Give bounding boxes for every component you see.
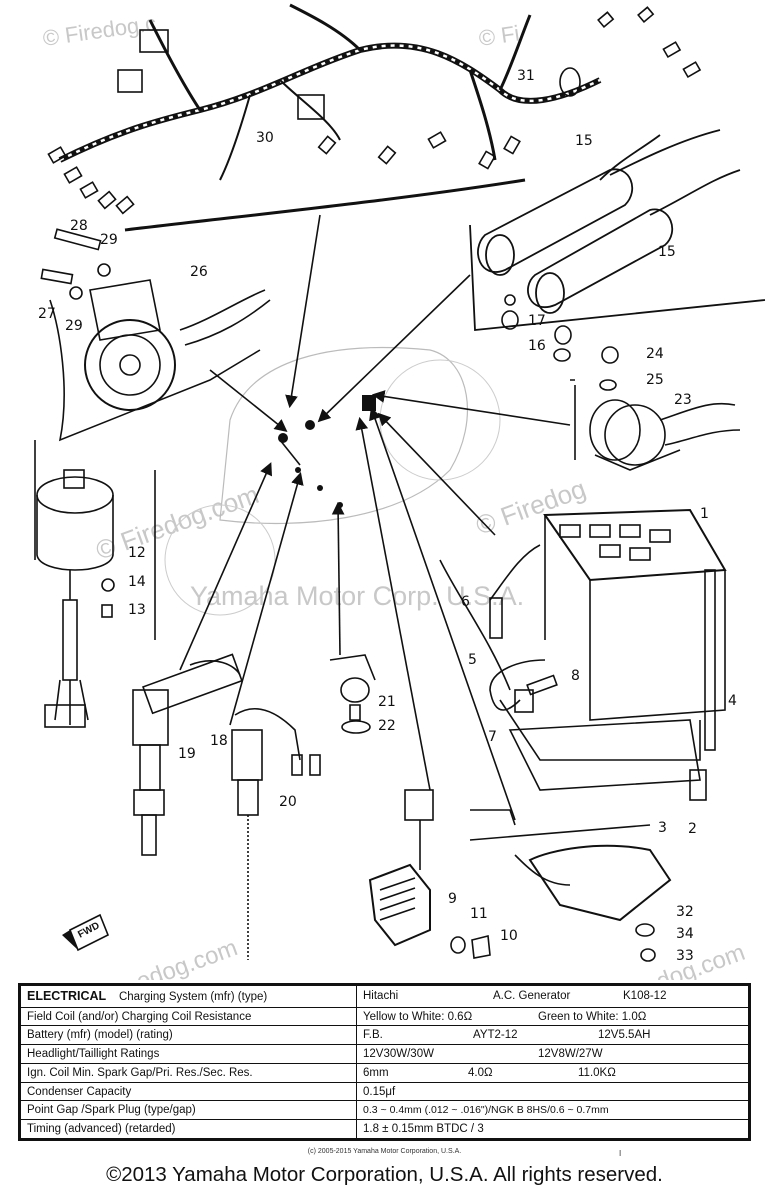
callout-20: 20 xyxy=(279,794,297,810)
value: 0.15μf xyxy=(363,1085,396,1098)
callout-16: 16 xyxy=(528,338,546,354)
table-row: Condenser Capacity 0.15μf xyxy=(20,1081,749,1102)
value: 12V5.5AH xyxy=(598,1029,651,1042)
row-values: 0.3 ~ 0.4mm (.012 ~ .016")/NGK B 8HS/0.6… xyxy=(356,1100,749,1121)
row-label: Point Gap /Spark Plug (type/gap) xyxy=(20,1100,357,1121)
value: 0.3 ~ 0.4mm (.012 ~ .016")/NGK B 8HS/0.6… xyxy=(363,1104,609,1117)
fwd-arrow-icon: FWD xyxy=(62,913,110,952)
callout-22: 22 xyxy=(378,718,396,734)
value: F.B. xyxy=(363,1029,383,1042)
table-row: Timing (advanced) (retarded) 1.8 ± 0.15m… xyxy=(20,1119,749,1139)
row-label: Condenser Capacity xyxy=(20,1081,357,1102)
table-row: Ign. Coil Min. Spark Gap/Pri. Res./Sec. … xyxy=(20,1062,749,1083)
wiring-diagram: © Firedog.c © Fi © Firedog.com © Firedog… xyxy=(34,3,766,980)
callout-23: 23 xyxy=(674,392,692,408)
callout-29a: 29 xyxy=(100,232,118,248)
value: 12V8W/27W xyxy=(538,1048,603,1061)
watermark: © Fi xyxy=(477,21,521,51)
callout-32: 32 xyxy=(676,904,694,920)
electrical-spec-table: ELECTRICAL Charging System (mfr) (type) … xyxy=(18,983,751,1141)
row-values: F.B. AYT2-12 12V5.5AH xyxy=(356,1025,749,1046)
row-values: Hitachi A.C. Generator K108-12 xyxy=(356,985,749,1008)
watermark: dog.com xyxy=(653,939,749,980)
callout-33: 33 xyxy=(676,948,694,964)
value: K108-12 xyxy=(623,990,667,1003)
value: 12V30W/30W xyxy=(363,1048,434,1061)
row-label: ELECTRICAL Charging System (mfr) (type) xyxy=(20,985,357,1008)
row-values: 1.8 ± 0.15mm BTDC / 3 xyxy=(356,1119,749,1139)
table-row: Field Coil (and/or) Charging Coil Resist… xyxy=(20,1006,749,1027)
small-copyright: (c) 2005-2015 Yamaha Motor Corporation, … xyxy=(307,1148,462,1155)
row-sublabel: Charging System (mfr) (type) xyxy=(118,991,268,1004)
row-label: Timing (advanced) (retarded) xyxy=(20,1119,357,1139)
value: Green to White: 1.0Ω xyxy=(538,1010,647,1023)
callout-1: 1 xyxy=(700,506,709,522)
table-row: ELECTRICAL Charging System (mfr) (type) … xyxy=(20,985,749,1008)
watermark: © Firedog xyxy=(472,473,590,540)
callout-34: 34 xyxy=(676,926,694,942)
watermark-center: Yamaha Motor Corp. U.S.A. xyxy=(190,581,524,611)
callout-26: 26 xyxy=(190,264,208,280)
callout-25: 25 xyxy=(646,372,664,388)
callout-10: 10 xyxy=(500,928,518,944)
callout-11: 11 xyxy=(470,906,488,922)
row-values: Yellow to White: 0.6Ω Green to White: 1.0… xyxy=(356,1006,749,1027)
row-label: Headlight/Taillight Ratings xyxy=(20,1044,357,1064)
callout-13: 13 xyxy=(128,602,146,618)
callout-15a: 15 xyxy=(575,133,593,149)
table-heading: ELECTRICAL xyxy=(27,989,107,1004)
callout-numbers: 1 2 3 4 5 6 7 8 9 10 11 12 13 14 15 15 1… xyxy=(38,68,737,964)
callout-24: 24 xyxy=(646,346,664,362)
callout-21: 21 xyxy=(378,694,396,710)
tick-mark: I xyxy=(619,1149,622,1158)
callout-19: 19 xyxy=(178,746,196,762)
value: 1.8 ± 0.15mm BTDC / 3 xyxy=(363,1123,484,1136)
callout-8: 8 xyxy=(571,668,580,684)
callout-14: 14 xyxy=(128,574,146,590)
callout-29b: 29 xyxy=(65,318,83,334)
row-label: Ign. Coil Min. Spark Gap/Pri. Res./Sec. … xyxy=(20,1062,357,1083)
row-values: 0.15μf xyxy=(356,1081,749,1102)
row-label: Battery (mfr) (model) (rating) xyxy=(20,1025,357,1046)
value: AYT2-12 xyxy=(473,1029,518,1042)
row-values: 6mm 4.0Ω 11.0KΩ xyxy=(356,1062,749,1083)
value: 4.0Ω xyxy=(468,1066,493,1079)
callout-4: 4 xyxy=(728,693,737,709)
callout-30: 30 xyxy=(256,130,274,146)
callout-6: 6 xyxy=(461,594,470,610)
callout-18: 18 xyxy=(210,733,228,749)
value: 11.0KΩ xyxy=(578,1066,616,1079)
callout-28: 28 xyxy=(70,218,88,234)
callout-5: 5 xyxy=(468,652,477,668)
callout-3: 3 xyxy=(658,820,667,836)
value: 6mm xyxy=(363,1066,389,1079)
watermark: edog.com xyxy=(133,934,241,980)
callout-9: 9 xyxy=(448,891,457,907)
fwd-label: FWD xyxy=(76,920,101,940)
callout-31: 31 xyxy=(517,68,535,84)
value: Yellow to White: 0.6Ω xyxy=(363,1010,473,1023)
callout-7: 7 xyxy=(488,729,497,745)
value: Hitachi xyxy=(363,990,399,1003)
row-label: Field Coil (and/or) Charging Coil Resist… xyxy=(20,1006,357,1027)
table-row: Point Gap /Spark Plug (type/gap) 0.3 ~ 0… xyxy=(20,1100,749,1121)
row-values: 12V30W/30W 12V8W/27W xyxy=(356,1044,749,1064)
copyright-notice: ©2013 Yamaha Motor Corporation, U.S.A. A… xyxy=(106,1163,663,1186)
callout-15b: 15 xyxy=(658,244,676,260)
callout-12: 12 xyxy=(128,545,146,561)
table-row: Battery (mfr) (model) (rating) F.B. AYT2-… xyxy=(20,1025,749,1046)
callout-2: 2 xyxy=(688,821,697,837)
callout-17: 17 xyxy=(528,313,546,329)
value: A.C. Generator xyxy=(493,990,571,1003)
callout-27: 27 xyxy=(38,306,56,322)
